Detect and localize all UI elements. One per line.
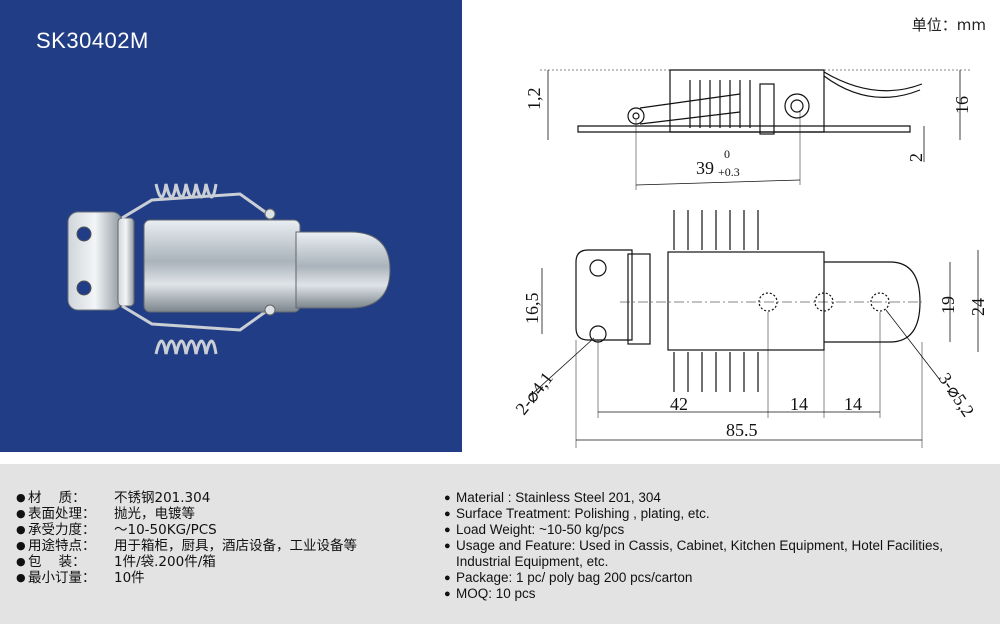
specs-chinese: ●材 质：不锈钢201.304 ●表面处理：抛光，电镀等 ●承受力度：～10-5… [16, 490, 357, 586]
dim-85-5: 85.5 [726, 420, 758, 440]
dim-14-a: 14 [790, 394, 808, 414]
spec-row-cn: ●表面处理：抛光，电镀等 [16, 506, 195, 522]
top-spring-upper [673, 210, 759, 250]
bullet-icon: ● [16, 539, 26, 552]
spec-row-en: ●Load Weight: ~10-50 kg/pcs [444, 522, 625, 537]
dim-16: 16 [952, 96, 972, 114]
dim-1-2: 1,2 [524, 88, 544, 111]
spec-row-cn: ●包 装：1件/袋.200件/箱 [16, 554, 216, 570]
spec-row-cn: ●材 质：不锈钢201.304 [16, 490, 211, 506]
dim-tol-lower: +0.3 [718, 165, 740, 179]
technical-drawing: 1,2 39 0 +0.3 16 2 16,5 2-⌀4,1 19 24 42 … [511, 69, 988, 448]
dim-16-5: 16,5 [522, 293, 542, 325]
spec-row-en: ●Usage and Feature: Used in Cassis, Cabi… [444, 538, 943, 569]
top-spring-lower [673, 352, 759, 392]
dim-tol-upper: 0 [724, 147, 730, 161]
dim-hole-4-1: 2-⌀4,1 [511, 368, 557, 418]
latch-photo [67, 183, 391, 355]
spec-row-cn: ●最小订量：10件 [16, 570, 145, 586]
dim-hole-5-2: 3-⌀5,2 [935, 369, 979, 420]
dim-42: 42 [670, 394, 688, 414]
side-spring [689, 80, 751, 128]
bullet-icon: ● [444, 588, 451, 600]
specs-english: ●Material : Stainless Steel 201, 304 ●Su… [444, 490, 994, 602]
bullet-icon: ● [16, 571, 26, 584]
bullet-icon: ● [444, 492, 451, 504]
bullet-icon: ● [16, 523, 26, 536]
bullet-icon: ● [444, 540, 451, 552]
dim-2: 2 [906, 153, 926, 162]
spec-row-en: ●Surface Treatment: Polishing , plating,… [444, 506, 710, 521]
dim-39: 39 [696, 158, 714, 178]
bullet-icon: ● [444, 508, 451, 520]
product-photo-panel: SK30402M [0, 0, 462, 452]
spec-row-cn: ●用途特点：用于箱柜，厨具，酒店设备，工业设备等 [16, 538, 357, 554]
bullet-icon: ● [16, 491, 26, 504]
spec-band [0, 464, 1000, 624]
unit-label: 单位：mm [911, 16, 986, 34]
spec-row-cn: ●承受力度：～10-50KG/PCS [16, 522, 217, 538]
top-base-plate [575, 249, 633, 341]
spec-row-en: ●Material : Stainless Steel 201, 304 [444, 490, 661, 505]
dim-24: 24 [968, 298, 988, 316]
top-tongue [824, 261, 921, 343]
spec-row-en: ●Package: 1 pc/ poly bag 200 pcs/carton [444, 570, 693, 585]
side-lever [823, 75, 921, 99]
bullet-icon: ● [16, 507, 26, 520]
spec-row-en: ●MOQ: 10 pcs [444, 586, 536, 601]
model-number: SK30402M [36, 28, 149, 53]
dim-14-b: 14 [844, 394, 862, 414]
top-body [667, 251, 825, 351]
dim-19: 19 [938, 296, 958, 314]
bullet-icon: ● [444, 572, 451, 584]
bullet-icon: ● [16, 555, 26, 568]
side-base-plate [577, 125, 911, 133]
bullet-icon: ● [444, 524, 451, 536]
